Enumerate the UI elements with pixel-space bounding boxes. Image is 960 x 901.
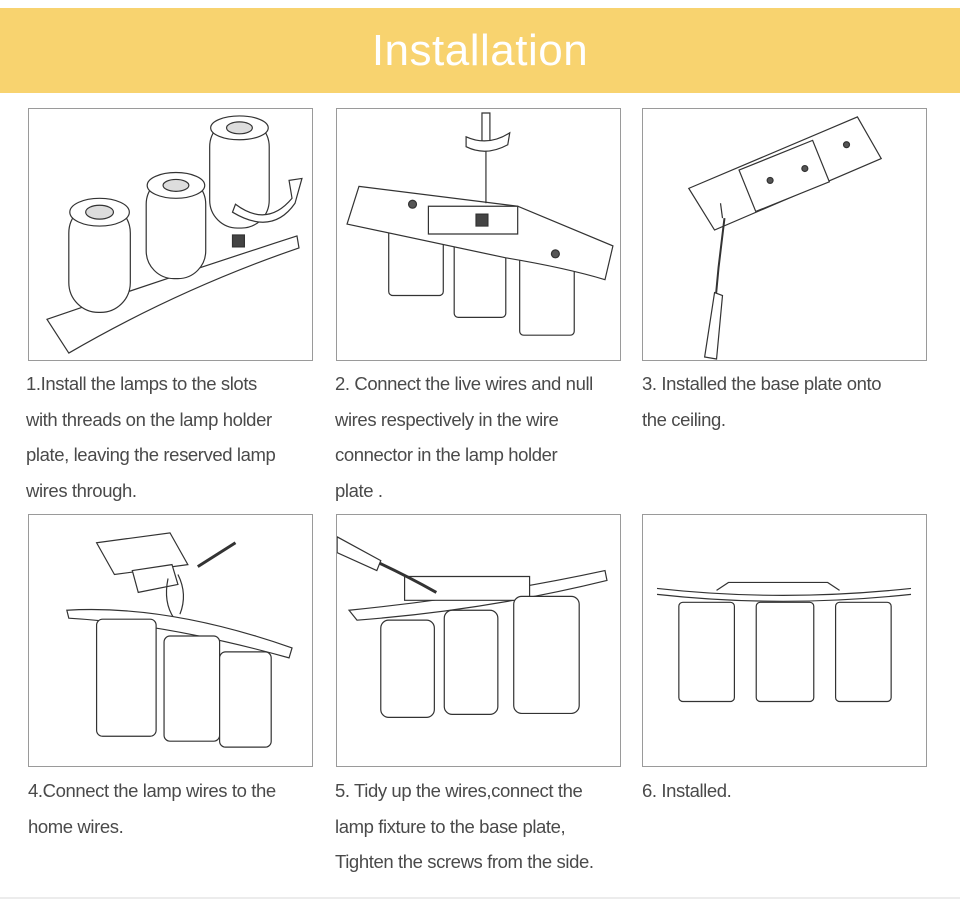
caption-line: wires respectively in the wire [335,408,559,430]
caption-line: 5. Tidy up the wires,connect the [335,780,583,801]
caption-line: 6. Installed. [642,780,732,801]
caption-line: 4.Connect the lamp wires to the [28,780,276,801]
step-5-illustration [336,514,621,767]
step-2-illustration [336,108,621,361]
header-banner: Installation [0,8,960,93]
step-4-illustration [28,514,313,767]
lamps-into-plate-drawing [29,109,312,360]
caption-line: 1.Install the lamps to the slots [26,373,257,394]
bottom-divider [0,897,960,899]
caption-line: with threads on the lamp holder [26,408,272,430]
caption-line: Tighten the screws from the side. [335,851,594,872]
installed-fixture-drawing [643,515,926,766]
caption-line: wires through. [26,479,137,501]
step-3-caption: 3. Installed the base plate onto the cei… [642,366,932,437]
step-1-caption: 1.Install the lamps to the slots with th… [26,366,316,508]
step-6-caption: 6. Installed. [642,773,932,809]
caption-line: home wires. [28,815,124,837]
step-6-illustration [642,514,927,767]
step-1-illustration [28,108,313,361]
step-2-caption: 2. Connect the live wires and null wires… [335,366,625,508]
caption-line: connector in the lamp holder [335,444,558,465]
step-4-caption: 4.Connect the lamp wires to the home wir… [28,773,318,844]
step-3-illustration [642,108,927,361]
base-plate-ceiling-drawing [643,109,926,360]
caption-line: the ceiling. [642,408,726,430]
step-5-caption: 5. Tidy up the wires,connect the lamp fi… [335,773,625,880]
caption-line: plate . [335,479,383,501]
tighten-screws-drawing [337,515,620,766]
caption-line: 3. Installed the base plate onto [642,373,882,394]
caption-line: lamp fixture to the base plate, [335,815,566,837]
wire-connector-drawing [337,109,620,360]
caption-line: 2. Connect the live wires and null [335,373,593,394]
page-title: Installation [371,26,589,75]
connect-home-wires-drawing [29,515,312,766]
caption-line: plate, leaving the reserved lamp [26,444,276,465]
